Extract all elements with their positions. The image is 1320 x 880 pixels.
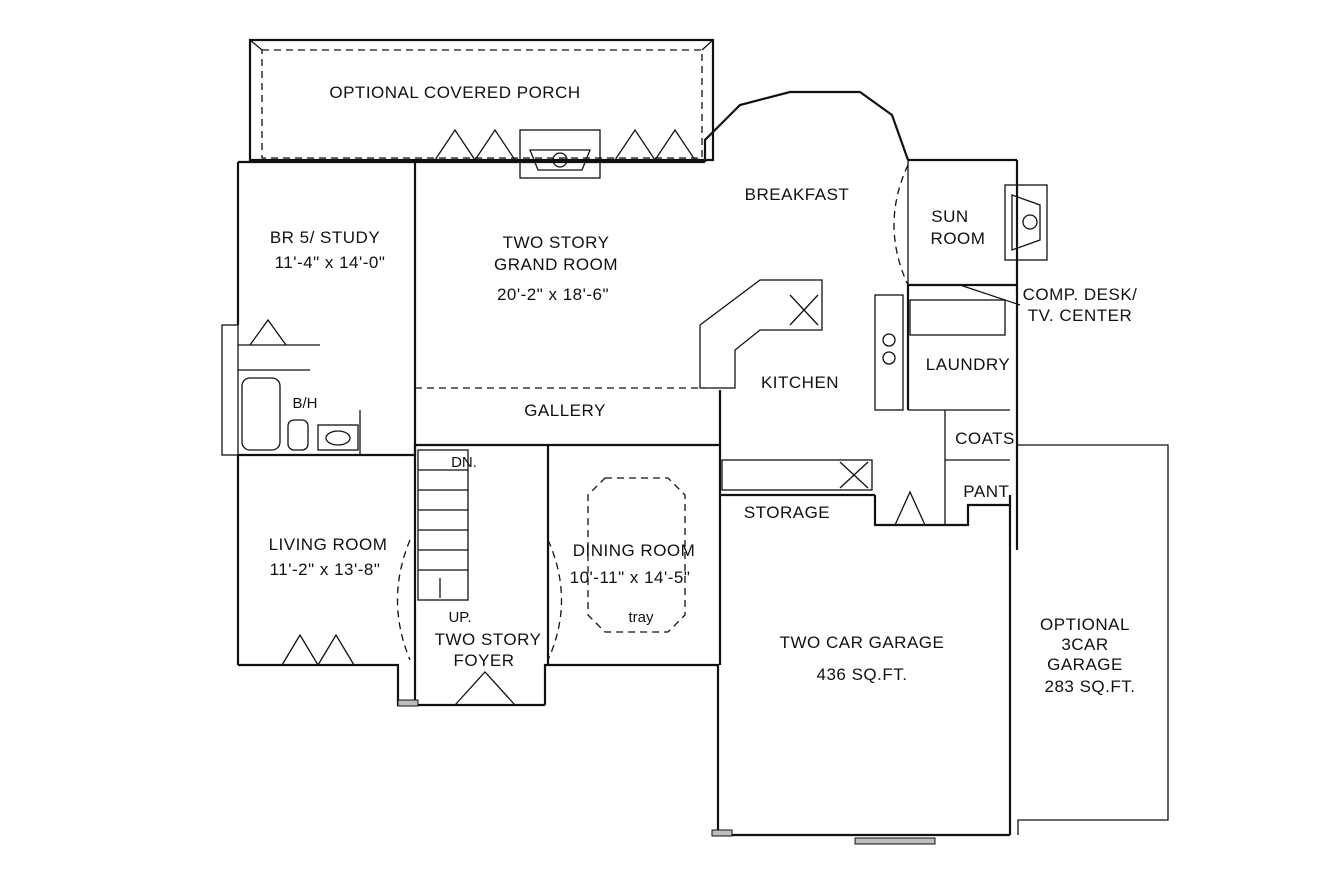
label-pant: PANT.: [963, 482, 1012, 501]
dining-tray-ceiling: [587, 477, 686, 633]
label-grand-2: GRAND ROOM: [494, 255, 618, 274]
label-laundry: LAUNDRY: [926, 355, 1010, 374]
optional-garage-walls: [1017, 444, 1169, 835]
label-living-size: 11'-2" x 13'-8": [270, 560, 381, 579]
interior-walls: [238, 160, 1017, 705]
label-garage-name: TWO CAR GARAGE: [780, 633, 945, 652]
label-living-name: LIVING ROOM: [269, 535, 388, 554]
label-foyer-2: FOYER: [453, 651, 514, 670]
label-br5-size: 11'-4" x 14'-0": [275, 253, 386, 272]
label-up: UP.: [448, 609, 471, 626]
label-opt-garage-3: GARAGE: [1047, 655, 1123, 674]
label-grand-1: TWO STORY: [503, 233, 610, 252]
label-comp-desk-2: TV. CENTER: [1028, 306, 1133, 325]
label-br5-name: BR 5/ STUDY: [270, 228, 380, 247]
label-dining-size: 10'-11" x 14'-5": [570, 568, 691, 587]
label-foyer-1: TWO STORY: [435, 630, 542, 649]
label-opt-garage-2: 3CAR: [1061, 635, 1108, 654]
label-gallery: GALLERY: [524, 401, 606, 420]
label-dining-name: DINING ROOM: [573, 541, 696, 560]
label-garage-size: 436 SQ.FT.: [817, 665, 908, 684]
label-porch: OPTIONAL COVERED PORCH: [329, 83, 580, 102]
label-coats: COATS: [955, 429, 1015, 448]
fireplace-grand-room: [519, 129, 601, 179]
bath-bumpout: [221, 324, 239, 456]
label-opt-garage-4: 283 SQ.FT.: [1045, 677, 1136, 696]
label-breakfast: BREAKFAST: [745, 185, 850, 204]
label-bath: B/H: [292, 395, 317, 412]
label-comp-desk-1: COMP. DESK/: [1023, 285, 1138, 304]
door-swings: [249, 128, 926, 706]
exterior-walls: [236, 90, 1019, 837]
fireplace-sun-room: [1004, 184, 1048, 261]
room-labels: OPTIONAL COVERED PORCH BREAKFAST SUN ROO…: [269, 83, 1138, 696]
label-grand-size: 20'-2" x 18'-6": [497, 285, 609, 304]
label-dn: DN.: [451, 454, 477, 471]
label-tray: tray: [628, 609, 654, 626]
label-sun-room-1: SUN: [931, 207, 968, 226]
label-storage: STORAGE: [744, 503, 830, 522]
stairs: [417, 449, 469, 601]
kitchen-counters: [699, 279, 1006, 491]
label-kitchen: KITCHEN: [761, 373, 839, 392]
window-markers: [397, 699, 936, 845]
bath-fixtures: [241, 377, 359, 451]
covered-porch: [248, 38, 715, 162]
label-sun-room-2: ROOM: [931, 229, 986, 248]
label-opt-garage-1: OPTIONAL: [1040, 615, 1130, 634]
